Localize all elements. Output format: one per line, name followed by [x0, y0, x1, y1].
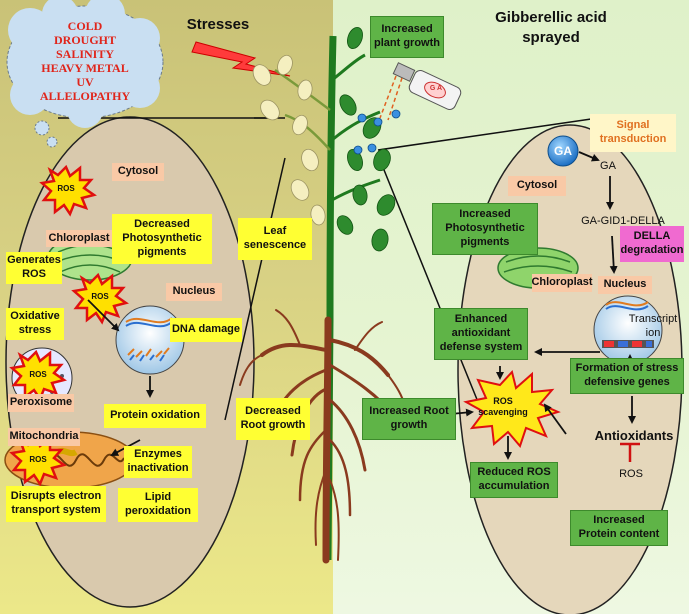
transcription-label: Transcript ion	[628, 313, 678, 339]
enzymes-inactivation-label: Enzymes inactivation	[124, 446, 192, 478]
reduced-ros-label: Reduced ROS accumulation	[470, 462, 558, 498]
formation-defensive-genes-label: Formation of stress defensive genes	[570, 358, 684, 394]
spray-bottle-icon	[379, 62, 462, 121]
left-chloroplast-label: Chloroplast	[46, 230, 112, 247]
ga-badge-circle	[547, 135, 579, 167]
stress-cold: COLD	[67, 18, 103, 33]
right-ros-label: ROS	[619, 468, 643, 481]
decreased-pigments-label: Decreased Photosynthetic pigments	[112, 214, 212, 264]
generates-ros-label: Generates ROS	[6, 252, 62, 284]
right-nucleus-label: Nucleus	[598, 276, 652, 294]
leaf-senescence-label: Leaf senescence	[238, 218, 312, 260]
inhibition-bar	[620, 442, 640, 462]
ros-scavenging-label: ROS scavenging	[478, 395, 528, 417]
senescent-leaves	[252, 54, 331, 226]
ros-label-3: ROS	[29, 370, 47, 379]
ros-label-4: ROS	[29, 455, 47, 464]
stress-cloud-shape	[6, 0, 164, 148]
right-chloroplast-label: Chloroplast	[531, 274, 593, 292]
stress-salinity: SALINITY	[55, 46, 115, 61]
disrupts-ets-label: Disrupts electron transport system	[6, 486, 106, 522]
mitochondria-label: Mitochondria	[8, 428, 80, 446]
ga-badge-label: GA	[554, 143, 572, 158]
stress-allelopathy: ALLELOPATHY	[39, 89, 131, 104]
stress-uv: UV	[76, 75, 94, 90]
ga-label: GA	[600, 160, 616, 173]
ga-gid1-della-label: GA-GID1-DELLA	[581, 215, 665, 228]
antioxidants-label: Antioxidants	[594, 427, 674, 443]
stress-heavy-metal: HEAVY METAL	[41, 61, 129, 75]
signal-transduction-label: Signal transduction	[590, 114, 676, 152]
stress-list: COLD DROUGHT SALINITY HEAVY METAL UV ALL…	[10, 6, 160, 116]
ros-label-1: ROS	[57, 184, 75, 193]
ros-label-2: ROS	[91, 292, 109, 301]
increased-protein-label: Increased Protein content	[570, 510, 668, 546]
stress-drought: DROUGHT	[53, 32, 116, 47]
ga-sprayed-title: Gibberellic acid sprayed	[495, 9, 607, 46]
lipid-peroxidation-label: Lipid peroxidation	[118, 488, 198, 522]
ros-scavenging-burst	[463, 369, 561, 448]
zoom-line-bottom-right	[379, 159, 479, 403]
decreased-root-growth-label: Decreased Root growth	[236, 398, 310, 440]
right-pathway-arrows	[439, 151, 636, 460]
protein-oxidation-label: Protein oxidation	[104, 404, 206, 428]
ros-burst-shapes-left	[9, 164, 129, 487]
plant-stem	[324, 35, 337, 561]
ga-droplets	[353, 109, 401, 155]
peroxisome-label: Peroxisome	[8, 394, 74, 412]
left-nucleus-graphic	[115, 305, 185, 375]
stresses-title: Stresses	[186, 16, 250, 33]
increased-plant-growth-label: Increased plant growth	[370, 16, 444, 58]
della-degradation-label: DELLA degradation	[620, 226, 684, 262]
zoom-line-bottom-left	[224, 157, 286, 421]
right-cytosol-label: Cytosol	[508, 176, 566, 196]
oxidative-stress-label: Oxidative stress	[6, 308, 64, 340]
increased-pigments-label: Increased Photosynthetic pigments	[432, 203, 538, 255]
increased-root-growth-label: Increased Root growth	[362, 398, 456, 440]
right-nucleus-graphic	[593, 295, 663, 365]
dna-damage-label: DNA damage	[170, 318, 242, 342]
healthy-leaves	[331, 26, 396, 252]
left-nucleus-label: Nucleus	[166, 283, 222, 301]
zoom-line-top-right	[377, 117, 599, 151]
spray-bottle-label: G A	[429, 84, 443, 92]
enhanced-antioxidant-label: Enhanced antioxidant defense system	[434, 308, 528, 360]
left-cytosol-label: Cytosol	[112, 163, 164, 181]
